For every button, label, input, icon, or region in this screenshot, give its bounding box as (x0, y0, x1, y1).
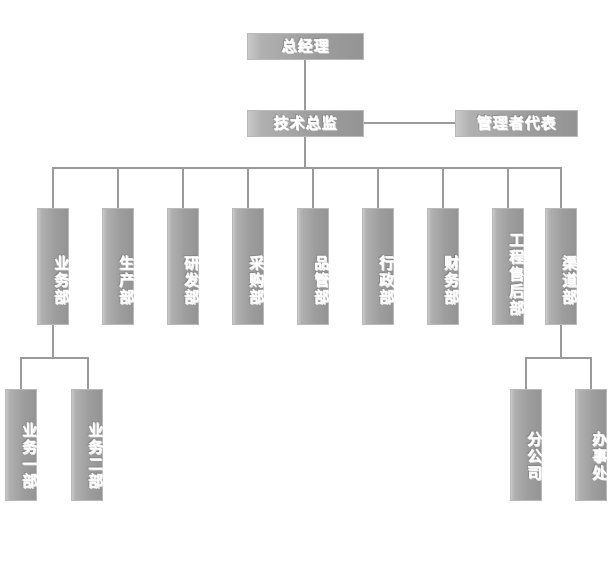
connector-drop-branch-company (525, 357, 527, 389)
node-technical-director[interactable]: 技术总监 (247, 110, 364, 137)
connector-channel-dept-trunk (560, 325, 562, 358)
node-general-manager[interactable]: 总经理 (247, 33, 364, 60)
connector-technical-director-trunk (304, 137, 306, 168)
connector-gm-to-technical-director (304, 60, 306, 110)
node-production-dept[interactable]: 生产部 (102, 208, 135, 325)
node-quality-dept[interactable]: 品管部 (297, 208, 330, 325)
node-branch-company[interactable]: 分公司 (510, 389, 543, 501)
connector-drop-business-unit-2 (87, 357, 89, 389)
connector-drop-purchasing-dept (247, 167, 249, 208)
connector-drop-business-dept (52, 167, 54, 208)
node-branch-office[interactable]: 办事处 (575, 389, 608, 501)
connector-channel-subunits-bus (525, 357, 592, 359)
connector-drop-engineering-aftersales-dept (507, 167, 509, 208)
connector-drop-production-dept (117, 167, 119, 208)
node-business-unit-1[interactable]: 业务一部 (5, 389, 38, 501)
connector-drop-rnd-dept (182, 167, 184, 208)
connector-drop-finance-dept (442, 167, 444, 208)
connector-drop-administration-dept (377, 167, 379, 208)
connector-drop-quality-dept (312, 167, 314, 208)
node-management-representative[interactable]: 管理者代表 (455, 110, 578, 137)
connector-technical-director-to-management-representative (364, 122, 455, 124)
node-business-dept[interactable]: 业务部 (37, 208, 70, 325)
connector-drop-branch-office (590, 357, 592, 389)
node-rnd-dept[interactable]: 研发部 (167, 208, 200, 325)
node-finance-dept[interactable]: 财务部 (427, 208, 460, 325)
node-channel-dept[interactable]: 渠道部 (545, 208, 578, 325)
node-business-unit-2[interactable]: 业务二部 (71, 389, 104, 501)
node-engineering-aftersales-dept[interactable]: 工程售后部 (492, 208, 525, 325)
connector-drop-channel-dept (560, 167, 562, 208)
node-purchasing-dept[interactable]: 采购部 (232, 208, 265, 325)
node-administration-dept[interactable]: 行政部 (362, 208, 395, 325)
connector-business-subunits-bus (20, 357, 89, 359)
connector-business-dept-trunk (52, 325, 54, 358)
connector-drop-business-unit-1 (20, 357, 22, 389)
connector-departments-bus (52, 167, 561, 169)
